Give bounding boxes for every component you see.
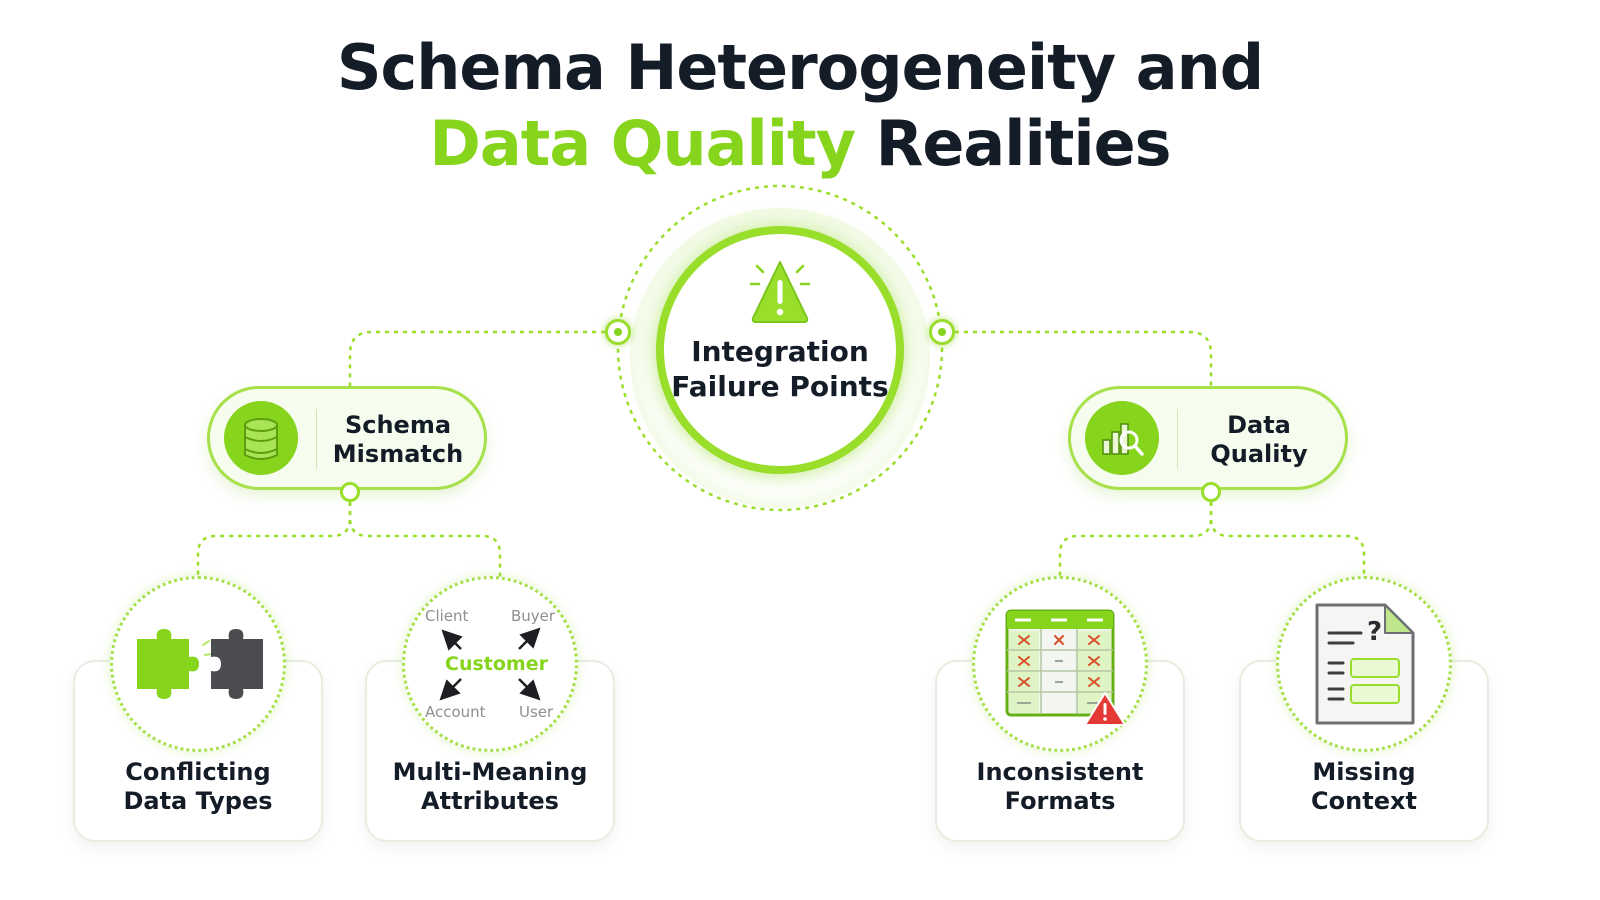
term-mapping-icon: Client Buyer Customer Account User [405,579,575,749]
document-question-icon: ? [1313,603,1417,731]
error-table-icon [1005,609,1131,731]
connector-hub-quality [955,330,1213,386]
connector-schema-right [348,502,502,578]
category-label: Schema Mismatch [318,411,478,469]
title-line-2: Data Quality Realities [0,106,1600,182]
pill-divider [316,409,317,469]
leaf-label-line-1: Missing [1312,758,1416,786]
leaf-icon-circle-inconsistent [972,576,1148,752]
leaf-label-line-2: Formats [1004,787,1116,815]
leaf-label-line-2: Attributes [421,787,559,815]
connector-quality-right [1209,502,1366,578]
category-label-line-1: Data [1227,411,1291,439]
connector-quality-left [1058,502,1213,578]
category-label-line-2: Quality [1210,440,1308,468]
page-title: Schema Heterogeneity and Data Quality Re… [0,30,1600,182]
hub-label: Integration Failure Points [660,334,900,404]
leaf-icon-circle-multi-meaning: Client Buyer Customer Account User [402,576,578,752]
hub-outer-dotted-ring [616,184,944,512]
hub-port-left [605,319,631,345]
category-label: Data Quality [1179,411,1339,469]
database-icon [224,401,298,475]
leaf-label: Multi-Meaning Attributes [367,758,613,816]
term-bottom-left: Account [425,703,486,721]
connector-hub-schema [348,330,605,386]
document-question-mark: ? [1367,617,1383,647]
term-bottom-right: User [519,703,554,721]
title-line-1: Schema Heterogeneity and [336,31,1264,104]
title-accent: Data Quality [429,107,856,180]
leaf-label-line-1: Conflicting [125,758,271,786]
leaf-label-line-1: Inconsistent [976,758,1144,786]
leaf-label: Inconsistent Formats [937,758,1183,816]
quality-knob [1201,482,1221,502]
category-data-quality: Data Quality [1068,386,1348,490]
hub-label-line-2: Failure Points [671,370,889,403]
category-label-line-2: Mismatch [332,440,464,468]
hub-port-right [929,319,955,345]
chart-magnifier-icon [1085,401,1159,475]
term-top-right: Buyer [511,607,556,625]
term-top-left: Client [425,607,469,625]
leaf-label-line-2: Data Types [123,787,273,815]
hub-label-line-1: Integration [691,335,869,368]
leaf-label: Missing Context [1241,758,1487,816]
leaf-label-line-1: Multi-Meaning [392,758,588,786]
warning-triangle-icon [749,256,811,330]
leaf-icon-circle-conflicting [110,576,286,752]
leaf-label-line-2: Context [1311,787,1417,815]
pill-divider [1177,409,1178,469]
puzzle-pieces-icon [131,625,271,709]
term-center: Customer [445,653,548,675]
leaf-label: Conflicting Data Types [75,758,321,816]
title-rest: Realities [875,107,1172,180]
connector-schema-left [196,502,352,578]
category-label-line-1: Schema [344,411,452,439]
leaf-icon-circle-missing: ? [1276,576,1452,752]
category-schema-mismatch: Schema Mismatch [207,386,487,490]
schema-knob [340,482,360,502]
